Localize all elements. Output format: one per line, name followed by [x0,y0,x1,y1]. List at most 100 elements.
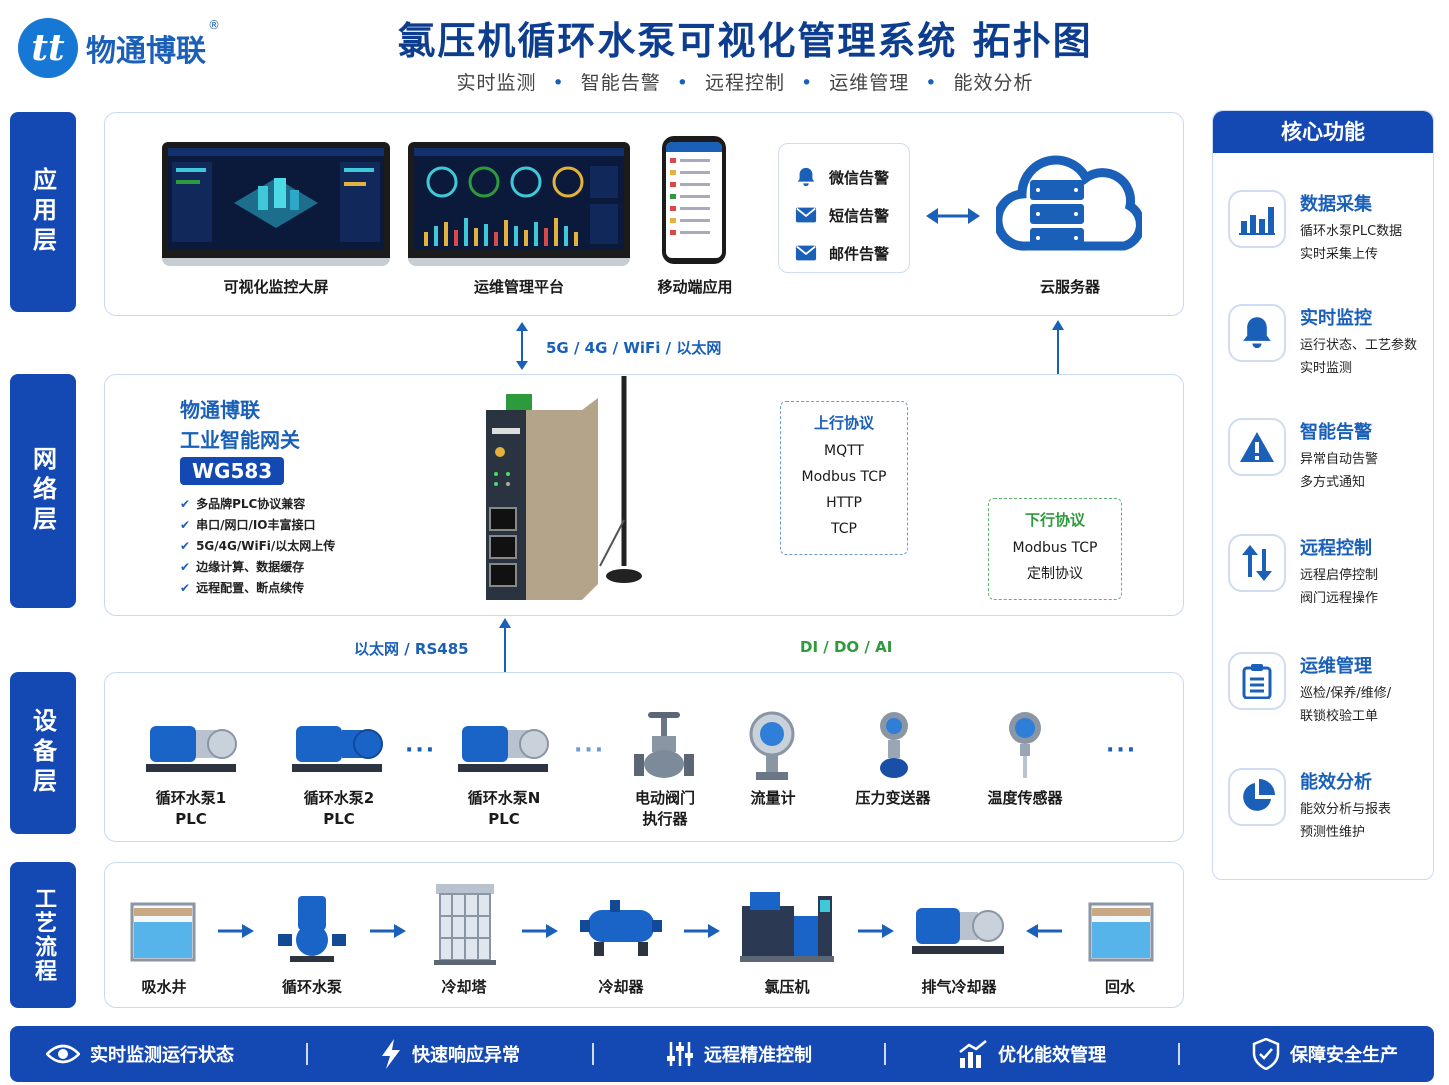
footer-item: 实时监测运行状态 [46,1041,234,1067]
core-features-sidebar: 核心功能 [1212,110,1434,880]
footer-item: 优化能效管理 [958,1040,1106,1068]
subtitle-item: 运维管理 [829,72,910,94]
process-step-label: 冷却塔 [441,978,487,996]
shield-check-icon [1252,1038,1280,1070]
mail-icon [795,207,817,223]
pump-icon [146,726,237,772]
feature-title: 远程控制 [1300,538,1372,559]
downlink-protocol-box: 下行协议 Modbus TCP 定制协议 [988,498,1122,600]
pump-icon [278,896,346,962]
flowmeter-icon [749,711,795,780]
uplink-protocol-item: TCP [831,521,857,537]
bus-up-arrow-icon [499,618,511,674]
logo-mark: tt [18,18,78,78]
gateway-feature: 串口/网口/IO丰富接口 [180,515,335,536]
gateway-feature: 边缘计算、数据缓存 [180,557,335,578]
subtitle-item: 能效分析 [953,72,1034,94]
gateway-feature: 多品牌PLC协议兼容 [180,494,335,515]
subtitle-item: 实时监测 [456,72,537,94]
footer-item: 快速响应异常 [380,1039,520,1069]
flow-arrow-icon [858,924,894,938]
return-tank-icon [1088,902,1154,962]
ops-platform-label: 运维管理平台 [473,278,564,296]
process-step-label: 吸水井 [141,978,187,996]
dashboard-3d-icon [168,148,384,242]
registered-mark: ® [208,18,220,32]
feature-item-alarm: 智能告警异常自动告警多方式通知 [1228,418,1378,494]
mail-icon [795,245,817,261]
footer-item: 保障安全生产 [1252,1038,1398,1070]
flow-arrow-icon [370,924,406,938]
uplink-protocol-item: HTTP [826,495,862,511]
ops-platform-device [408,142,630,266]
cooler-icon [580,900,662,956]
flow-arrow-icon [684,924,720,938]
mobile-app-list-icon [666,142,722,235]
downlink-protocol-item: Modbus TCP [1012,540,1098,556]
device-label: 温度传感器 [987,789,1063,807]
exhaust-cooler-icon [912,908,1004,954]
feature-title: 实时监控 [1300,308,1372,329]
alert-label: 微信告警 [829,168,890,187]
bus-left-label: 以太网 / RS485 [354,640,469,658]
cloud-server-label: 云服务器 [1039,278,1100,296]
feature-item-ops: 运维管理巡检/保养/维修/联锁校验工单 [1228,652,1391,728]
valve-icon [634,712,694,778]
layer-tab-process: 工艺流程 [10,862,76,1008]
process-step-label: 排气冷却器 [921,978,997,996]
subtitle-item: 远程控制 [704,72,785,94]
dashboard-chart-icon [414,148,624,246]
sidebar-title: 核心功能 [1213,111,1433,153]
device-label: 压力变送器 [855,789,931,807]
page-subtitle: 实时监测•智能告警•远程控制•运维管理•能效分析 [456,72,1034,94]
more-devices-ellipsis: ··· [1106,738,1138,763]
compressor-icon [740,892,834,962]
flow-arrow-icon [522,924,558,938]
subtitle-item: 智能告警 [580,72,661,94]
logo-text: 物通博联 [86,34,206,69]
bidirectional-arrow-icon [926,208,980,224]
alert-label: 邮件告警 [829,244,890,263]
page-title: 氯压机循环水泵可视化管理系统 拓扑图 [397,19,1093,63]
feature-title: 能效分析 [1300,772,1372,793]
cooling-tower-icon [434,884,496,965]
gateway-product: 工业智能网关 [180,428,300,452]
layer-tab-app: 应用层 [10,112,76,312]
gateway-feature: 5G/4G/WiFi/以太网上传 [180,536,335,557]
gateway-feature-list: 多品牌PLC协议兼容 串口/网口/IO丰富接口 5G/4G/WiFi/以太网上传… [180,494,335,599]
ops-platform-display [408,142,630,258]
pump-icon [292,726,383,772]
device-label: 流量计 [750,789,796,807]
gateway-device-icon [486,376,642,600]
updown-link-arrow-icon [516,322,528,370]
up-arrow-icon [1052,320,1064,374]
water-well-icon [130,902,196,962]
layer-tab-network: 网络层 [10,374,76,608]
footer-banner: 实时监测运行状态 快速响应异常 远程精准控制 优化能效管理 保障安全生产 [10,1026,1434,1082]
alerts-box: 微信告警 短信告警 邮件告警 [778,143,910,273]
brand-logo: tt 物通博联 ® [18,18,220,78]
process-step-label: 循环水泵 [281,978,342,996]
gateway-model-badge: WG583 [180,457,285,485]
downlink-protocol-item: 定制协议 [1027,566,1083,582]
warning-icon [1240,432,1274,462]
gateway-feature: 远程配置、断点续传 [180,578,335,599]
alert-item-sms: 短信告警 [795,196,909,234]
uplink-protocol-title: 上行协议 [813,414,874,432]
growth-chart-icon [959,1040,987,1068]
process-step-label: 冷却器 [598,978,644,996]
more-devices-ellipsis: ··· [574,738,606,763]
flow-arrow-icon [218,924,254,938]
updown-arrows-icon [1242,545,1272,581]
process-step-label: 回水 [1104,978,1135,996]
temperature-sensor-icon [1009,712,1041,778]
process-step-label: 氯压机 [764,978,810,996]
feature-title: 智能告警 [1300,422,1372,443]
alert-label: 短信告警 [829,206,890,225]
mobile-label: 移动端应用 [657,278,733,296]
feature-item-energy: 能效分析能效分析与报表预测性维护 [1228,768,1391,844]
bus-right-label: DI / DO / AI [800,638,893,656]
feature-item-monitoring: 实时监控运行状态、工艺参数实时监测 [1228,304,1417,380]
